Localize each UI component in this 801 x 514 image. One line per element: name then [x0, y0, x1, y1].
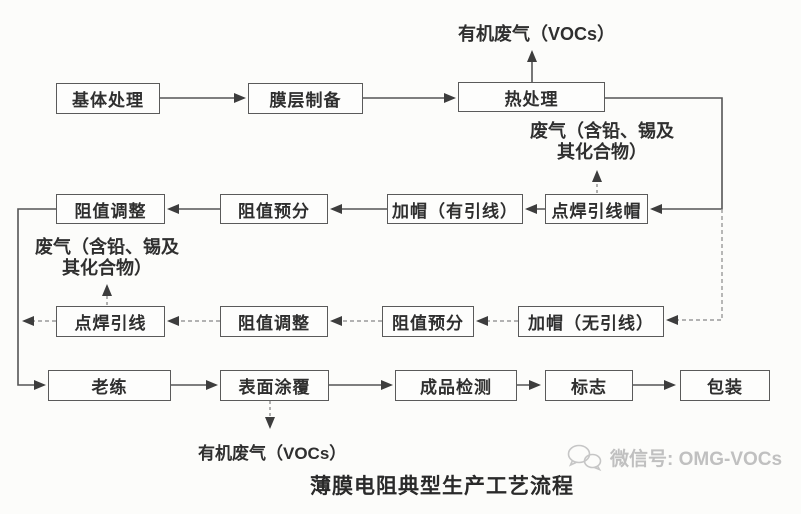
- emission-label-waste-gas-left: 废气（含铅、锡及 其化合物）: [28, 237, 186, 279]
- node-resistance-adjustment-row2: 阻值调整: [56, 194, 165, 224]
- emission-label-voc-bottom: 有机废气（VOCs）: [198, 444, 347, 463]
- emission-label-line: 废气（含铅、锡及: [530, 121, 674, 141]
- emission-label-line: 其化合物）: [557, 142, 647, 162]
- node-resistance-adjustment-row3: 阻值调整: [220, 306, 328, 337]
- diagram-caption: 薄膜电阻典型生产工艺流程: [310, 475, 574, 498]
- emission-label-voc-top: 有机废气（VOCs）: [458, 24, 616, 44]
- node-spot-weld-lead-cap: 点焊引线帽: [545, 194, 648, 224]
- node-finished-product-test: 成品检测: [395, 370, 517, 401]
- node-surface-coating: 表面涂覆: [220, 370, 329, 401]
- node-film-preparation: 膜层制备: [248, 83, 363, 114]
- node-substrate-treatment: 基体处理: [56, 83, 160, 114]
- wechat-bubbles-icon: [567, 444, 602, 472]
- emission-label-line: 其化合物）: [62, 258, 152, 278]
- node-heat-treatment: 热处理: [458, 82, 605, 112]
- emission-label-waste-gas-right: 废气（含铅、锡及 其化合物）: [523, 121, 681, 163]
- node-packaging: 包装: [680, 370, 770, 401]
- node-cap-with-leads: 加帽（有引线）: [387, 194, 523, 224]
- node-cap-without-leads: 加帽（无引线）: [518, 306, 664, 337]
- watermark: 微信号: OMG-VOCs: [566, 441, 782, 473]
- node-spot-weld-leads: 点焊引线: [56, 306, 165, 337]
- node-marking: 标志: [545, 370, 633, 401]
- emission-label-line: 废气（含铅、锡及: [35, 237, 179, 257]
- node-resistance-presort-row3: 阻值预分: [382, 306, 474, 337]
- node-aging: 老练: [48, 370, 171, 401]
- node-resistance-presort-row2: 阻值预分: [220, 194, 328, 224]
- watermark-label: 微信号: OMG-VOCs: [610, 448, 783, 470]
